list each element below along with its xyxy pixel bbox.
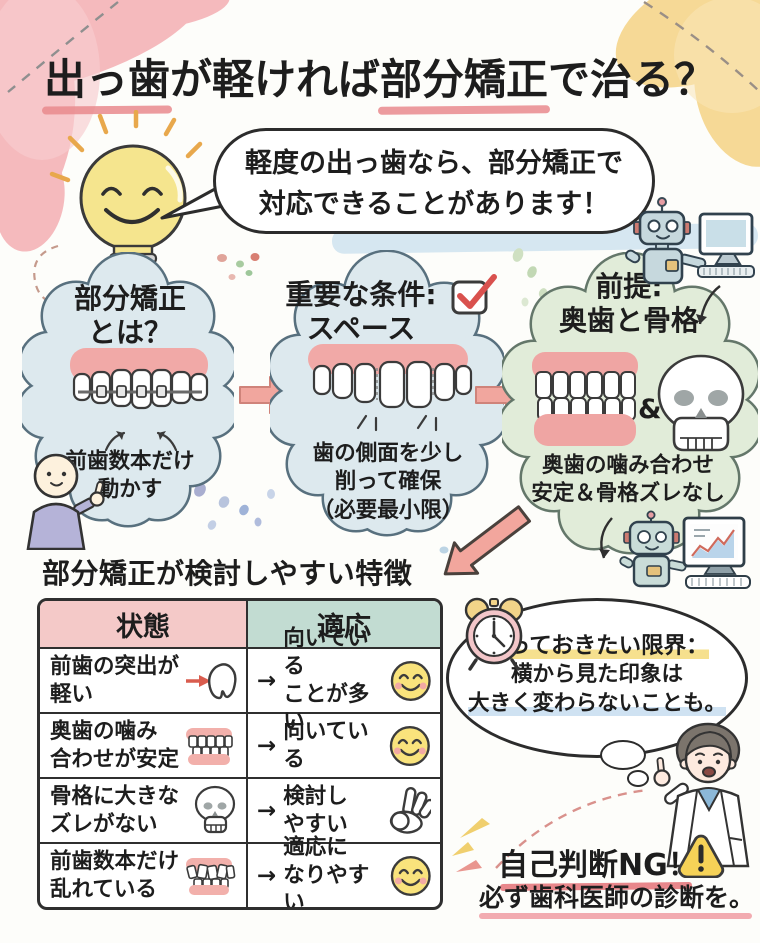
warning-triangle-icon (677, 834, 725, 878)
limit-title: 知っておきたい限界： (485, 633, 709, 659)
bulb-eye-right (142, 186, 163, 196)
keyboard (685, 575, 751, 589)
table-row: 前歯の突出が軽い → 向いていることが多い (40, 626, 440, 734)
doctor-character (653, 722, 750, 868)
intro-speech-bubble: 軽度の出っ歯なら、部分矯正で 対応できることがあります！ (213, 128, 655, 234)
pointing-hand (89, 491, 105, 507)
bite-teeth-illustration (532, 352, 638, 446)
result-arrow: → (257, 862, 277, 889)
lightbulb-rays (49, 110, 203, 183)
bulb-eye-left (101, 186, 122, 196)
alarm-clock-icon (464, 597, 524, 671)
cloud2-title: 重要な条件: スペース (285, 278, 437, 346)
table-row: 前歯数本だけ乱れている → 適応になりやすい (40, 835, 440, 907)
pointing-person (26, 453, 105, 550)
big-down-arrow (443, 505, 531, 576)
robot-with-computer (625, 197, 755, 325)
thought-trail-small (627, 770, 649, 787)
features-section-title: 部分矯正が検討しやすい特徴 (42, 557, 413, 590)
result-arrow: → (257, 732, 277, 759)
column-header-state: 状態 (40, 601, 248, 647)
warning-line-2: 必ず歯科医師の診断を。 (479, 878, 754, 919)
limit-line-1: 横から見た印象は (510, 662, 683, 687)
intro-line-1: 軽度の出っ歯なら、部分矯正で (245, 148, 623, 179)
braces-teeth-illustration (70, 348, 209, 452)
intro-line-2: 対応できることがあります！ (258, 188, 610, 220)
cloud3-caption: 奥歯の噛み合わせ 安定＆骨格ズレなし (531, 453, 725, 507)
chart-area (692, 532, 734, 558)
result-arrow: → (257, 667, 277, 694)
warning-line-1: 自己判断NG！ (498, 840, 698, 884)
cloud1-caption: 前歯数本だけ 動かす (65, 449, 195, 503)
smiley-icon (390, 725, 431, 766)
tooth-with-red-arrow-icon (186, 662, 237, 699)
skull-icon (194, 785, 236, 833)
gap-teeth-illustration (308, 344, 473, 432)
table-header-row: 状態 適応 (40, 601, 440, 649)
confetti-dots-green (512, 248, 548, 307)
smiley-icon (390, 660, 431, 701)
page-title: 出っ歯が軽ければ部分矯正で治る？ (0, 46, 760, 107)
doctor-hand (653, 769, 671, 787)
braces-brackets (96, 385, 167, 398)
ampersand: & (638, 394, 662, 425)
robot-eye (647, 219, 661, 233)
limit-line-2: 大きく変わらないことも。 (467, 691, 726, 717)
bite-teeth-icon (186, 727, 233, 765)
skull-illustration (657, 354, 745, 452)
robot-eye (665, 219, 679, 233)
emphasis-lines (452, 818, 490, 872)
table-row: 骨格に大きなズレがない → 検討しやすい (40, 779, 440, 844)
bulb-smile (104, 208, 160, 224)
thought-trail-large (600, 740, 646, 770)
title-underlined-2: 部分矯正 (380, 46, 548, 107)
red-checkbox-icon (451, 274, 497, 315)
title-underlined-1: 出っ歯 (44, 46, 170, 107)
cloud1-title: 部分矯正 とは？ (73, 282, 186, 350)
person-head (33, 453, 79, 499)
confetti-dots-top (217, 253, 260, 280)
smiley-icon (390, 855, 431, 896)
gap-tick-marks (356, 414, 438, 432)
ok-hand-icon (389, 786, 431, 834)
features-table: 状態 適応 前歯の突出が軽い → 向いていることが多い (37, 598, 443, 910)
cloud2-caption: 歯の側面を少し 削って確保 （必要最小限） (312, 441, 464, 523)
result-arrow: → (257, 797, 277, 824)
crooked-teeth-icon (186, 857, 236, 895)
chart-line (691, 529, 735, 557)
cloud3-title: 前提: 奥歯と骨格 (558, 270, 699, 338)
table-row: 奥歯の噛み合わせが安定 → 向いている (40, 714, 440, 779)
column-header-fit: 適応 (248, 601, 440, 647)
robot-with-chart-computer (599, 510, 751, 589)
person-body (26, 502, 86, 550)
